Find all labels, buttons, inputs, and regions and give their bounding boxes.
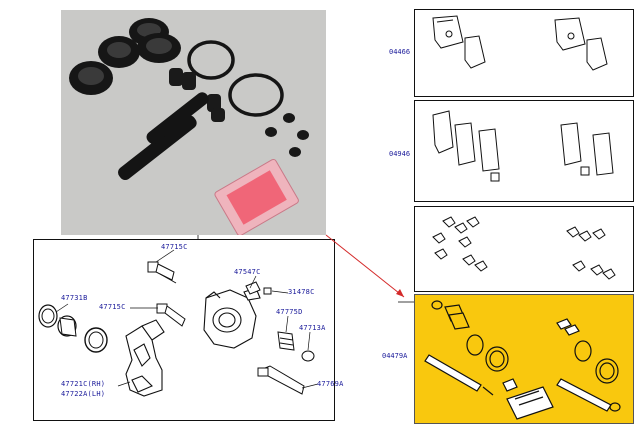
callout-label: 47547C [234,268,261,276]
callout-label: 47731B [61,294,88,302]
brake-pad-panel[interactable] [414,9,634,97]
callout-label: 47722A(LH) [61,390,106,398]
repair-kit-photo [61,10,326,235]
callout-label: 47721C(RH) [61,380,106,388]
callout-label: 47715C [99,303,126,311]
panel-code-04479A: 04479A [382,352,408,360]
connector-arrow [325,234,405,298]
callout-label: 47715C [161,243,188,251]
caliper-diagram-panel: 47715C 47547C 31478C 47731B 47715C 47775… [33,239,343,421]
callout-label: 47713A [299,324,326,332]
callout-label: 47775D [276,308,303,316]
panel-code-04466: 04466 [389,48,411,56]
callout-label: 31478C [288,288,315,296]
panel-code-04946: 04946 [389,150,411,158]
pad-shim-panel[interactable] [414,100,634,202]
callout-label: 47769A [317,380,344,388]
anti-squeal-clip-panel[interactable] [414,206,634,292]
caliper-repair-kit-panel-highlighted[interactable] [414,294,634,424]
